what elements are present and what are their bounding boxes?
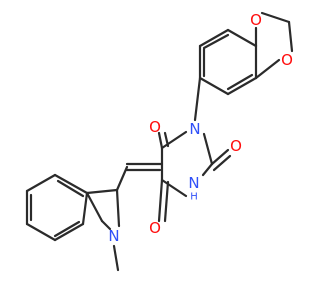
bond-6	[202, 33, 230, 50]
bond-29	[85, 191, 104, 223]
bond-14	[160, 130, 188, 150]
bond-22	[212, 154, 232, 172]
bond-1	[226, 28, 258, 48]
atom-label-o-dioxole-top: O	[250, 11, 262, 29]
bond-4	[198, 76, 230, 96]
bond-17	[201, 162, 214, 177]
bond-18	[202, 132, 214, 166]
atom-label-o-c6: O	[149, 118, 161, 136]
atom-label-o-dioxole-right: O	[281, 51, 293, 69]
bond-16	[160, 178, 188, 198]
bond-30	[100, 219, 112, 231]
bond-41	[112, 244, 120, 272]
bond-28	[85, 188, 119, 195]
bond-20	[163, 131, 170, 148]
atom-label-n1: N	[189, 120, 200, 138]
atom-label-n3-h: H	[190, 192, 198, 203]
bond-27	[115, 165, 129, 192]
bond-12	[287, 20, 294, 53]
bond-39	[53, 220, 81, 238]
bond-0	[198, 28, 230, 48]
bond-40	[56, 179, 85, 198]
atom-label-n3: N	[188, 174, 199, 192]
bond-24	[163, 180, 170, 223]
atom-label-o-c2: O	[230, 137, 242, 155]
molecule-structure: O O O O O N N H N	[25, 11, 294, 272]
bond-35	[25, 222, 57, 242]
atom-label-o-c4: O	[149, 219, 161, 237]
bond-32	[53, 173, 89, 195]
bond-21	[210, 148, 230, 166]
bond-33	[25, 173, 57, 193]
bond-13	[193, 76, 202, 122]
bond-7	[226, 73, 254, 91]
bond-37	[81, 191, 89, 226]
bond-36	[53, 222, 85, 242]
bond-31	[115, 188, 121, 228]
bond-layer	[25, 11, 294, 272]
atom-label-n-indole: N	[108, 227, 119, 245]
bond-3	[226, 76, 258, 96]
bond-19	[157, 131, 164, 150]
bond-11	[260, 11, 291, 24]
bond-10	[254, 58, 281, 80]
atom-label-layer: O O O O O N N H N	[108, 11, 293, 245]
bond-23	[157, 178, 164, 223]
